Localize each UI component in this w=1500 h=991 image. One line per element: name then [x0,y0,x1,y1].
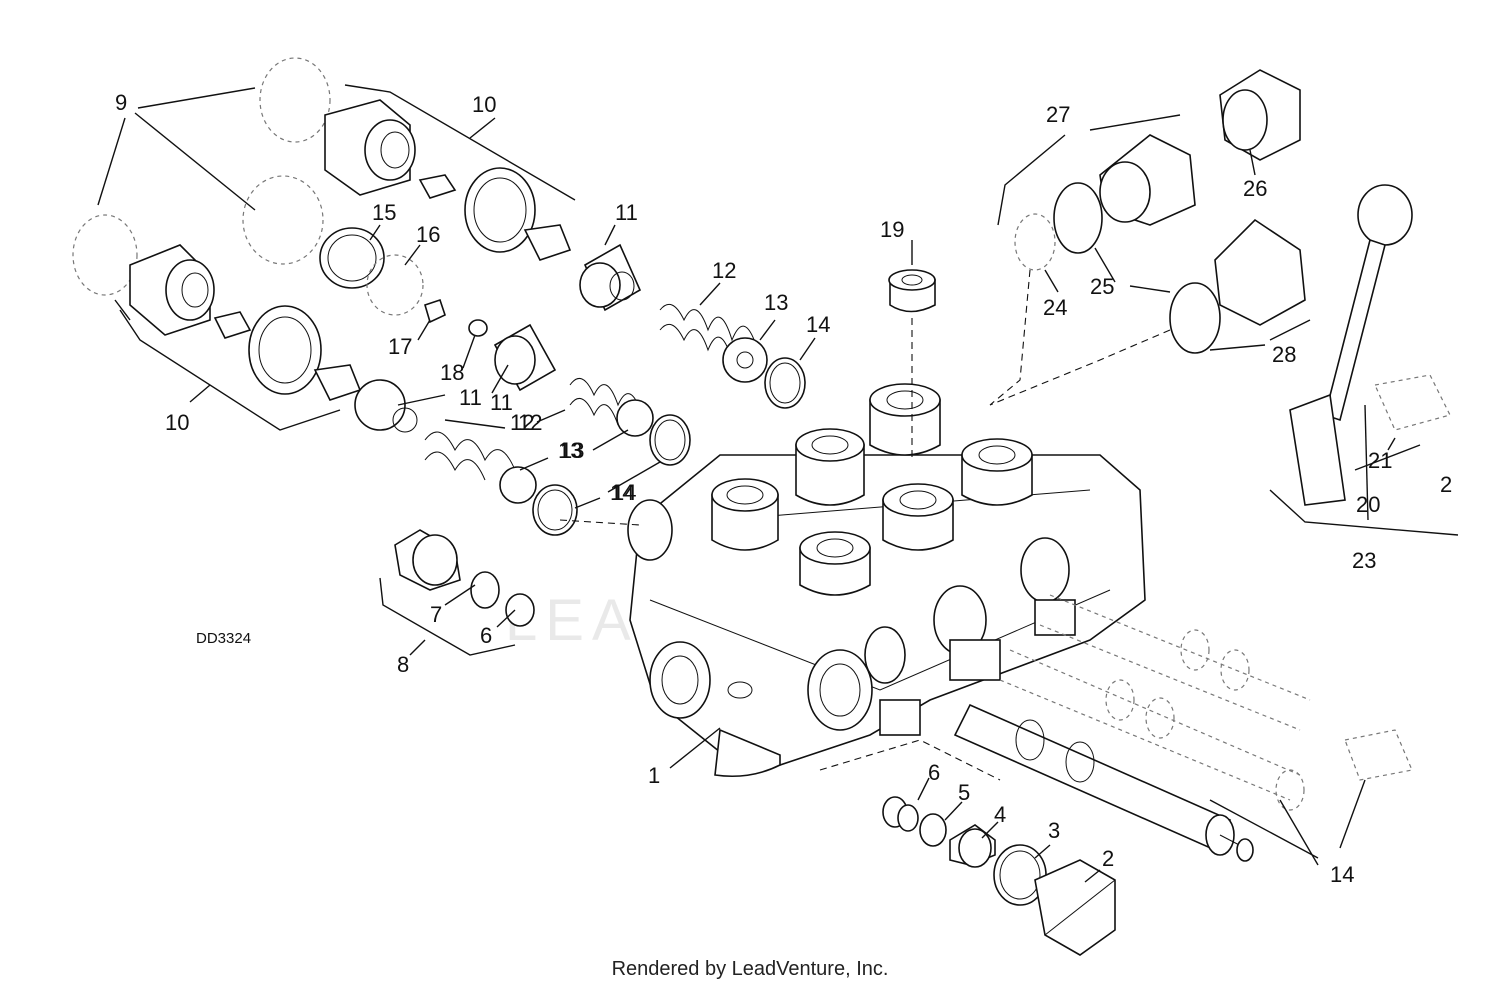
callout-3: 3 [1048,818,1060,843]
callout-14b: 14 [610,480,634,505]
callout-27: 27 [1046,102,1070,127]
callout-25: 25 [1090,274,1114,299]
left-relief-assemblies [72,57,572,401]
callout-23: 23 [1352,548,1376,573]
callout-16: 16 [416,222,440,247]
callout-10: 10 [472,92,496,117]
callout-labels: 1 2 3 4 5 6 6 7 8 9 10 10 11 11 11 12 12… [115,90,1452,887]
bottom-plug-parts [882,796,1116,956]
callout-11c: 11 [459,385,482,410]
callout-11: 11 [615,200,638,225]
callout-9: 9 [115,90,127,115]
callout-28: 28 [1272,342,1296,367]
callout-14: 14 [806,312,830,337]
callout-19: 19 [880,217,904,242]
callout-14d: 14 [1330,862,1354,887]
leader-lines [97,84,1459,883]
callout-26: 26 [1243,176,1267,201]
callout-13: 13 [764,290,788,315]
callout-2: 2 [1102,846,1114,871]
valve-body [627,383,1146,778]
callout-24: 24 [1043,295,1067,320]
callout-12: 12 [712,258,736,283]
callout-10b: 10 [165,410,189,435]
left-plug-parts [394,529,535,627]
control-handle [1289,184,1451,781]
callout-12b: 12 [510,410,534,435]
callout-6b: 6 [480,623,492,648]
callout-8: 8 [397,652,409,677]
callout-5: 5 [958,780,970,805]
callout-14c: 14 [612,480,636,505]
callout-17: 17 [388,334,412,359]
top-plug [888,269,936,460]
callout-15: 15 [372,200,396,225]
port-plugs-right [989,69,1306,406]
callout-18: 18 [440,360,464,385]
callout-13b: 13 [558,438,582,463]
callout-22-partial: 2 [1440,472,1452,497]
callout-1: 1 [648,763,660,788]
diagram-code: DD3324 [196,630,251,647]
callout-13c: 13 [560,438,584,463]
spring-stack [354,243,806,536]
spools [953,594,1311,862]
rendered-by-footer: Rendered by LeadVenture, Inc. [611,958,889,980]
callout-6: 6 [928,760,940,785]
callout-12c: 12 [518,410,542,435]
callout-4: 4 [994,802,1006,827]
callout-11b: 11 [490,390,513,415]
callout-21: 21 [1368,448,1392,473]
callout-20: 20 [1356,492,1380,517]
callout-7: 7 [430,602,442,627]
